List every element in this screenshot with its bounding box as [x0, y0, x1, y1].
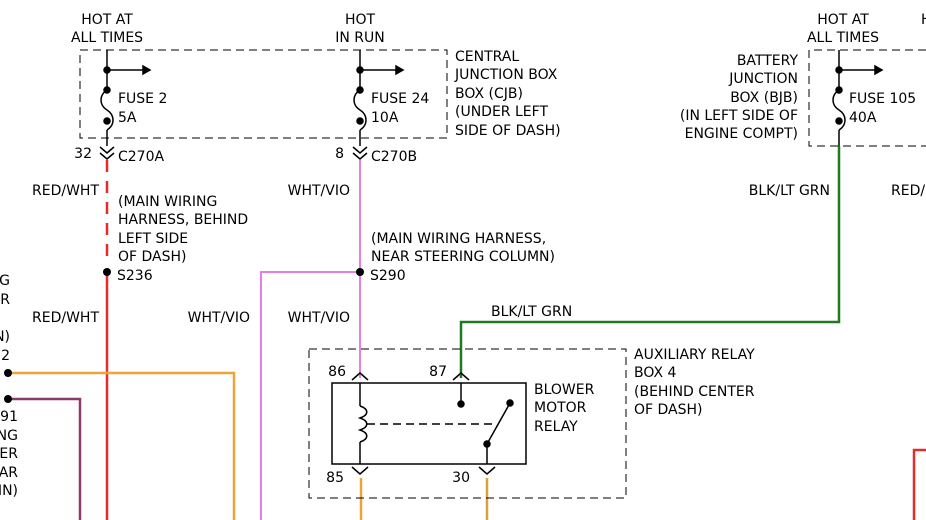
left-edge-text-6: NG — [0, 428, 18, 444]
relay-name-1: BLOWER — [534, 382, 595, 398]
blk-lt-grn-wire — [459, 146, 841, 378]
cjb-label-5: SIDE OF DASH) — [455, 123, 561, 139]
orange-wire-left — [8, 371, 236, 520]
purple-wire-left — [8, 397, 82, 520]
bjb-label-2: JUNCTION — [728, 71, 798, 87]
cjb-label-2: JUNCTION BOX — [454, 67, 558, 83]
left-edge-text-1: G — [0, 273, 10, 289]
bjb-label-5: ENGINE COMPT) — [685, 126, 798, 142]
partial-next-supply: H — [921, 12, 926, 28]
left-location-note-4: OF DASH) — [118, 249, 187, 265]
pin-85-chevron — [351, 466, 369, 475]
relay-coil — [357, 405, 368, 443]
center-location-note-1: (MAIN WIRING HARNESS, — [371, 231, 546, 247]
bjb-label-4: (IN LEFT SIDE OF — [680, 108, 798, 124]
relay-body — [331, 382, 527, 465]
pin-32-label: 32 — [74, 146, 92, 162]
blower-motor-relay-symbol — [331, 372, 527, 475]
left-edge-text-9: MN) — [0, 483, 18, 499]
center-wire-color-lower: WHT/VIO — [288, 310, 350, 326]
pin-30-label: 30 — [452, 470, 470, 486]
bjb-label-3: BOX (BJB) — [730, 90, 798, 106]
fuse-24-name: FUSE 24 — [371, 91, 429, 107]
red-wire-right-partial — [912, 448, 926, 520]
pin-8-label: 8 — [335, 146, 344, 162]
center-location-note-2: NEAR STEERING COLUMN) — [371, 249, 555, 265]
pin-87-label: 87 — [429, 364, 447, 380]
battery-junction-box-outline — [808, 49, 926, 147]
left-edge-text-2: R — [0, 292, 10, 308]
relay-switch-arm — [486, 402, 511, 445]
partial-right-wire-color: RED/ — [891, 183, 925, 199]
connector-c270a-label: C270A — [118, 149, 164, 165]
splice-s290-dot — [356, 268, 364, 276]
left-edge-text-7: ER — [0, 446, 18, 462]
fuse-24-symbol — [353, 50, 405, 146]
bjb-label-1: BATTERY — [737, 53, 799, 69]
left-location-note-1: (MAIN WIRING — [118, 194, 217, 210]
fuse-2-name: FUSE 2 — [118, 91, 167, 107]
left-edge-text-3: N) — [0, 329, 10, 345]
wht-vio-wire-branch — [260, 271, 360, 520]
right-supply-line2: ALL TIMES — [807, 30, 879, 46]
pin-86-chevron — [351, 372, 369, 381]
splice-s236-dot — [103, 268, 111, 276]
cjb-label-4: (UNDER LEFT — [455, 104, 548, 120]
fuse-symbols — [100, 50, 884, 146]
left-supply-line1: HOT AT — [81, 12, 133, 28]
fuse-105-symbol — [832, 50, 884, 146]
relay-name-2: MOTOR — [534, 400, 587, 416]
right-supply-line1: HOT AT — [817, 12, 869, 28]
connector-c270b-chevron — [352, 146, 368, 154]
relay-name-3: RELAY — [534, 419, 578, 435]
center-wire-color-upper: WHT/VIO — [288, 183, 350, 199]
auxiliary-relay-box-outline — [308, 348, 627, 499]
left-edge-dot-2 — [4, 395, 12, 403]
left-location-note-2: HARNESS, BEHIND — [118, 212, 248, 228]
relay-box-label-3: (BEHIND CENTER — [634, 384, 755, 400]
left-edge-text-8: AR — [0, 465, 18, 481]
splice-s236-label: S236 — [117, 268, 153, 284]
contact-87-dot — [457, 400, 465, 408]
pin-30-chevron — [478, 466, 496, 475]
cross-wire-color: BLK/LT GRN — [491, 304, 572, 320]
splice-dots — [4, 268, 364, 403]
right-wire-color-upper: BLK/LT GRN — [749, 183, 830, 199]
pin-87-chevron — [452, 372, 470, 381]
dashed-enclosures — [79, 49, 926, 499]
fuse-105-rating: 40A — [849, 110, 877, 126]
center-supply-line2: IN RUN — [335, 30, 385, 46]
left-location-note-3: LEFT SIDE — [118, 231, 188, 247]
left-edge-text-5: 291 — [0, 409, 18, 425]
left-wire-color-upper: RED/WHT — [32, 183, 99, 199]
relay-box-label-4: OF DASH) — [634, 402, 703, 418]
connector-symbols — [99, 146, 368, 160]
fuse-2-symbol — [100, 50, 152, 146]
left-edge-dot-1 — [4, 369, 12, 377]
relay-box-label-1: AUXILIARY RELAY — [634, 347, 755, 363]
cjb-label-1: CENTRAL — [455, 49, 519, 65]
center-supply-line1: HOT — [345, 12, 376, 28]
splice-s290-label: S290 — [370, 268, 406, 284]
cjb-label-3: BOX (CJB) — [455, 86, 523, 102]
left-edge-text-4: 2 — [1, 348, 10, 364]
fuse-2-rating: 5A — [118, 110, 137, 126]
relay-box-label-2: BOX 4 — [634, 365, 677, 381]
connector-c270a-chevron — [99, 146, 115, 154]
fuse-24-rating: 10A — [371, 110, 399, 126]
left-supply-line2: ALL TIMES — [71, 30, 143, 46]
branch-wire-color: WHT/VIO — [188, 310, 250, 326]
fuse-105-name: FUSE 105 — [849, 91, 916, 107]
connector-c270b-label: C270B — [371, 149, 417, 165]
left-wire-color-lower: RED/WHT — [32, 310, 99, 326]
pin-85-label: 85 — [326, 470, 344, 486]
pin-86-label: 86 — [328, 364, 346, 380]
central-junction-box-outline — [79, 49, 448, 139]
